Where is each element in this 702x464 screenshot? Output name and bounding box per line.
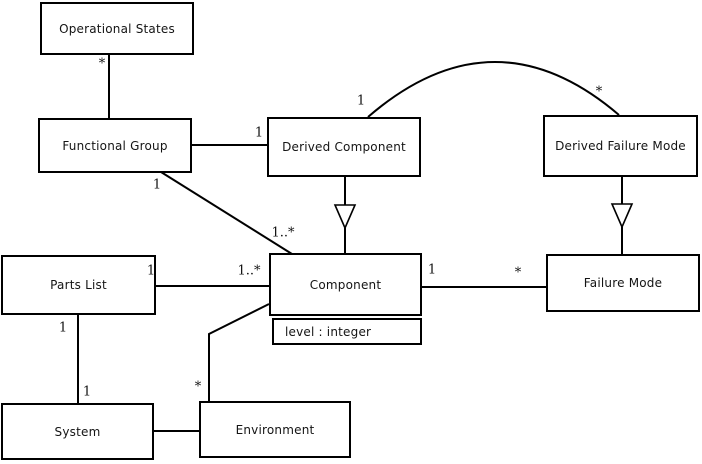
class-box-parts-list: Parts List xyxy=(1,255,156,315)
multiplicity-environment-star: * xyxy=(194,379,202,395)
multiplicity-derived-component-one: 1 xyxy=(254,125,264,141)
class-name-functional-group: Functional Group xyxy=(62,138,168,153)
multiplicity-parts-list-system-one-upper: 1 xyxy=(58,320,68,336)
multiplicity-arc-derived-component-one: 1 xyxy=(356,93,366,109)
class-name-component: Component xyxy=(309,277,382,292)
class-box-operational-states: Operational States xyxy=(40,2,194,55)
association-arc-derived-component-derived-failure-mode xyxy=(367,61,620,118)
class-box-derived-component: Derived Component xyxy=(267,117,421,177)
class-name-parts-list: Parts List xyxy=(50,278,107,292)
multiplicity-component-one-right: 1 xyxy=(427,262,437,278)
class-name-environment: Environment xyxy=(235,422,315,437)
multiplicity-component-one-to-many-left: 1..* xyxy=(237,263,261,279)
multiplicity-operational-states-star: * xyxy=(98,56,106,72)
generalization-triangle-icon-failure-mode xyxy=(610,203,634,230)
multiplicity-component-one-to-many-upper: 1..* xyxy=(271,225,295,241)
class-box-derived-failure-mode: Derived Failure Mode xyxy=(543,115,698,177)
class-attribute-component-level: level : integer xyxy=(285,324,372,339)
class-name-failure-mode: Failure Mode xyxy=(583,276,663,290)
multiplicity-functional-group-one: 1 xyxy=(152,177,162,193)
generalization-triangle-icon-component xyxy=(333,204,357,231)
association-environment-component xyxy=(208,303,270,401)
association-functional-group-component xyxy=(160,171,293,255)
multiplicity-arc-derived-failure-mode-star: * xyxy=(595,84,603,100)
multiplicity-parts-list-system-one-lower: 1 xyxy=(82,384,92,400)
class-box-environment: Environment xyxy=(199,401,351,458)
multiplicity-parts-list-one: 1 xyxy=(146,263,156,279)
class-name-derived-component: Derived Component xyxy=(282,140,406,154)
class-attribute-box-component: level : integer xyxy=(272,318,422,345)
class-name-derived-failure-mode: Derived Failure Mode xyxy=(555,139,686,153)
class-box-functional-group: Functional Group xyxy=(38,118,192,173)
class-box-failure-mode: Failure Mode xyxy=(546,254,700,312)
class-box-system: System xyxy=(1,403,154,460)
class-name-operational-states: Operational States xyxy=(59,21,175,36)
class-box-component: Component xyxy=(269,253,422,316)
multiplicity-failure-mode-star: * xyxy=(514,265,522,281)
class-name-system: System xyxy=(54,424,101,439)
